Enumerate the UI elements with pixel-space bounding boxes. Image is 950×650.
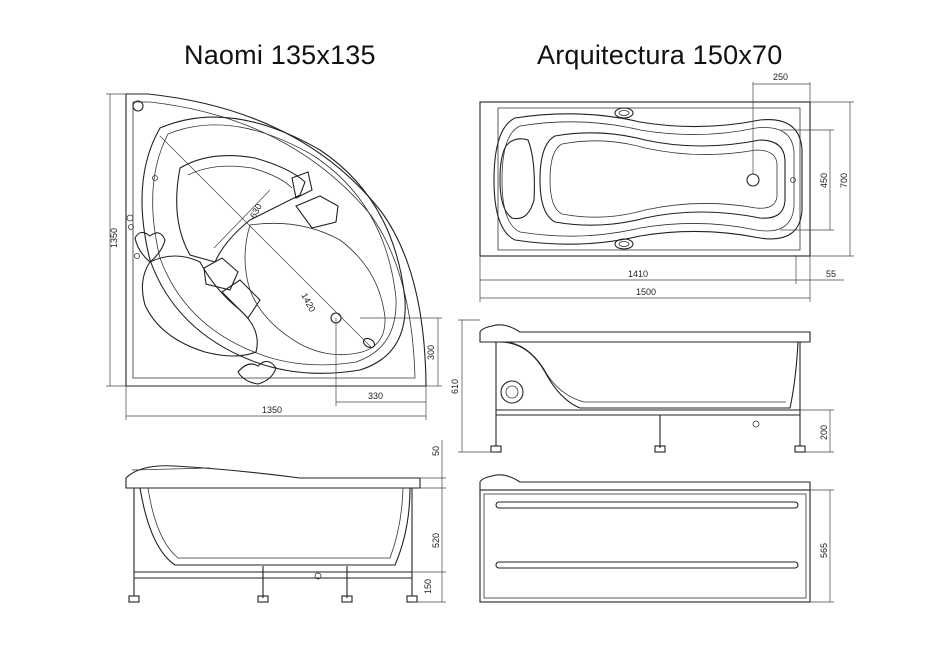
arquitectura-side-view: 610 200: [450, 319, 834, 453]
dim-arq-610: 610: [450, 379, 460, 394]
dim-naomi-height-1350: 1350: [109, 228, 119, 248]
dim-naomi-630: 630: [248, 202, 264, 220]
dim-naomi-1420: 1420: [299, 291, 317, 313]
arquitectura-top-view: 250 450 700 1410 55 1500: [479, 72, 854, 302]
naomi-side-view: 50 520 150: [125, 440, 446, 603]
dim-arq-200: 200: [819, 425, 829, 440]
naomi-title: Naomi 135x135: [184, 40, 376, 70]
dim-naomi-330: 330: [368, 391, 383, 401]
dim-naomi-300: 300: [426, 345, 436, 360]
dim-naomi-520: 520: [431, 533, 441, 548]
dim-arq-450: 450: [819, 173, 829, 188]
naomi-top-view: 630 1420 1350 1350 330 300: [106, 93, 442, 420]
dim-arq-565: 565: [819, 543, 829, 558]
dim-arq-1410: 1410: [628, 269, 648, 279]
arquitectura-front-view: 565: [479, 474, 834, 603]
dim-arq-1500: 1500: [636, 287, 656, 297]
dim-naomi-150: 150: [423, 579, 433, 594]
dim-naomi-50: 50: [431, 446, 441, 456]
dim-naomi-width-1350: 1350: [262, 405, 282, 415]
dim-arq-700: 700: [839, 173, 849, 188]
arquitectura-title: Arquitectura 150x70: [537, 40, 783, 70]
dim-arq-250: 250: [773, 72, 788, 82]
dim-arq-55: 55: [826, 269, 836, 279]
